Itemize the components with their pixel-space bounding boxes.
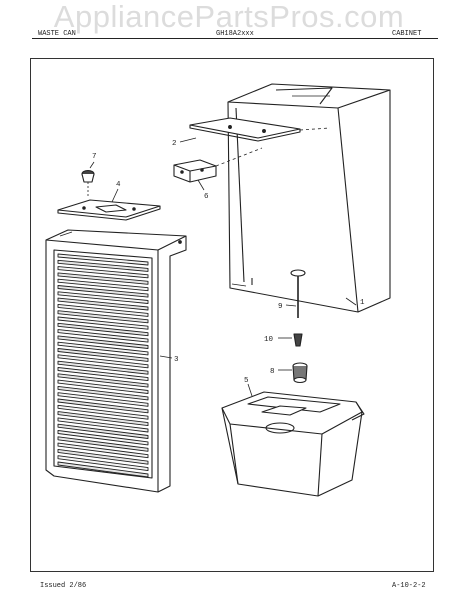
louver-slat	[57, 278, 149, 292]
callout-4: 4	[116, 181, 121, 189]
louver-slat	[57, 291, 149, 304]
louvered-door-part	[45, 229, 187, 493]
diagram-frame	[30, 58, 434, 572]
louver-slat	[57, 259, 149, 272]
louver-slat	[57, 436, 149, 452]
louver-slat	[57, 253, 149, 266]
knob-part	[81, 169, 95, 196]
louver-slat	[57, 392, 149, 407]
waste-container-part	[221, 391, 365, 497]
louver-slat	[57, 430, 149, 446]
louver-slat	[57, 335, 149, 349]
louver-slat	[57, 379, 149, 394]
header-section-title: WASTE CAN	[38, 30, 76, 38]
louver-slat	[57, 367, 149, 382]
page-code: A-10-2-2	[392, 582, 426, 590]
pin-part	[290, 269, 306, 318]
issued-date: Issued 2/86	[40, 582, 87, 590]
grommet-part	[292, 362, 308, 384]
callout-2: 2	[172, 140, 177, 148]
top-plate-part	[189, 117, 331, 142]
watermark: AppliancePartsPros.com	[53, 0, 405, 34]
louver-slat	[57, 461, 149, 478]
louver-slat	[57, 316, 149, 330]
louver-slat	[57, 442, 149, 459]
handle-plate-part	[57, 199, 161, 221]
leader-lines	[89, 137, 357, 397]
header-model-number: GH18A2xxx	[216, 30, 254, 38]
louver-slat	[57, 373, 149, 388]
louver-slat	[57, 360, 149, 375]
louver-slat	[57, 448, 149, 465]
callout-3: 3	[174, 356, 179, 364]
louver-slat	[57, 303, 149, 317]
louver-slat	[57, 272, 149, 285]
louver-slat	[57, 417, 149, 433]
callout-10: 10	[264, 336, 274, 344]
louver-slat	[57, 310, 149, 324]
louver-slat	[57, 297, 149, 311]
louver-slat	[57, 329, 149, 343]
louver-slat	[57, 266, 149, 279]
louver-slat	[57, 341, 149, 356]
header-rule	[32, 38, 438, 39]
cabinet-shell-part	[227, 83, 391, 313]
louver-slat	[57, 285, 149, 298]
louver-slat	[57, 398, 149, 414]
callout-9: 9	[278, 303, 283, 311]
callout-6: 6	[204, 193, 209, 201]
louver-slat	[57, 354, 149, 369]
bracket-part	[173, 147, 263, 183]
louver-slat	[57, 455, 149, 472]
clip-part	[293, 333, 303, 347]
louver-slat	[57, 423, 149, 439]
callout-5: 5	[244, 377, 249, 385]
louver-slat	[57, 322, 149, 337]
callout-8: 8	[270, 368, 275, 376]
louver-slat	[57, 385, 149, 401]
header-part-group: CABINET	[392, 30, 422, 38]
callout-1: 1	[360, 299, 365, 307]
louver-slat	[57, 411, 149, 427]
callout-7: 7	[92, 153, 97, 161]
louver-slat	[57, 404, 149, 420]
louver-slat	[57, 348, 149, 362]
